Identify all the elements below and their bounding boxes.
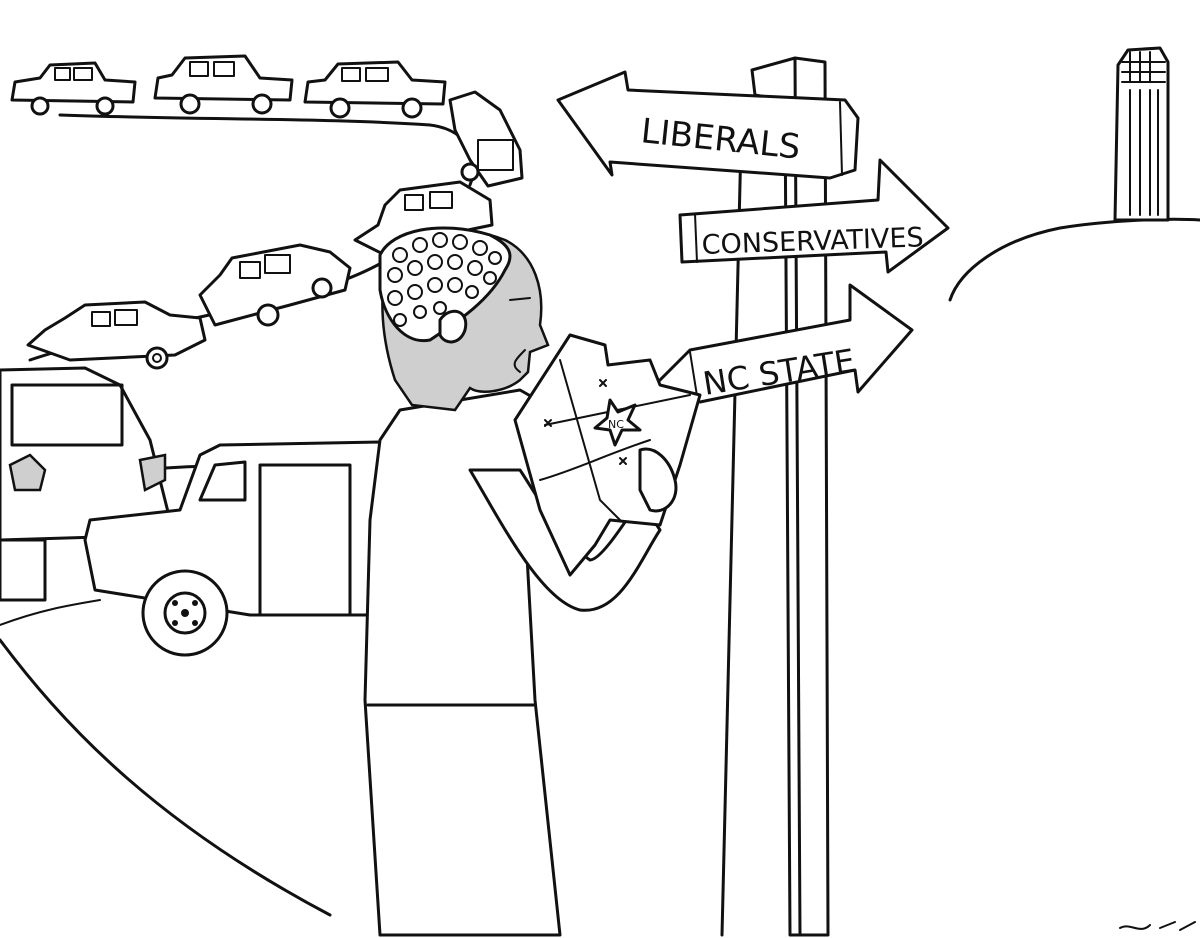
- ncstate-sign: NC STATE: [653, 283, 914, 404]
- liberals-sign: LIBERALS: [556, 70, 860, 180]
- traffic-foreground: [0, 366, 382, 657]
- traffic-top-row: [10, 54, 524, 188]
- car-icon: [198, 243, 352, 327]
- car-icon: [26, 300, 207, 370]
- hair-curls: [387, 232, 502, 327]
- traffic-curve: [26, 180, 494, 370]
- car-icon: [303, 60, 447, 119]
- conservatives-label: CONSERVATIVES: [701, 222, 924, 261]
- signature-scribble: [1119, 921, 1196, 931]
- hill-with-tower: [948, 46, 1200, 302]
- car-icon: [0, 366, 172, 602]
- bell-tower-icon: [1113, 46, 1170, 222]
- conservatives-sign: CONSERVATIVES: [678, 158, 950, 274]
- map-label: NC: [608, 418, 624, 431]
- car-icon: [83, 440, 382, 657]
- car-icon: [448, 90, 524, 188]
- person: NC: [363, 226, 702, 937]
- car-icon: [10, 61, 137, 116]
- car-icon: [153, 54, 294, 115]
